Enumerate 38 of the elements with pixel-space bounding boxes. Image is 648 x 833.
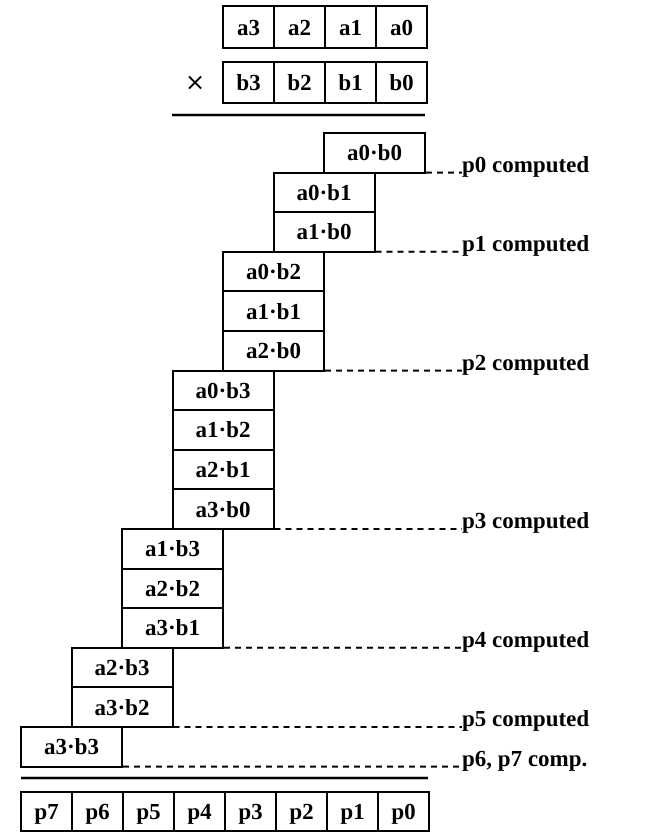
digit-cell: p6: [71, 791, 124, 832]
partial-product-box: a3·b1: [121, 607, 224, 649]
digit-cell: p4: [173, 791, 226, 832]
partial-product-box: a0·b1: [272, 172, 376, 214]
digit-cell: b1: [324, 61, 377, 104]
leader-line: [174, 726, 462, 728]
partial-product-box: a1·b3: [121, 528, 224, 570]
digit-cell: p5: [122, 791, 175, 832]
digit-cell: p2: [275, 791, 328, 832]
leader-line: [224, 646, 462, 649]
leader-line: [123, 766, 462, 768]
digit-cell: p3: [224, 791, 277, 832]
digit-cell: a0: [375, 5, 428, 49]
partial-product-box: a3·b2: [70, 686, 174, 728]
digit-cell: a3: [222, 5, 275, 49]
leader-line: [426, 172, 462, 174]
digit-cell: a2: [273, 5, 326, 49]
partial-product-box: a1·b2: [172, 409, 274, 451]
partial-product-box: a2·b3: [70, 646, 174, 688]
digit-cell: a1: [324, 5, 377, 49]
leader-line: [325, 370, 462, 372]
partial-product-box: a0·b2: [222, 250, 325, 292]
multiply-sign: ×: [185, 70, 206, 94]
partial-product-box: a0·b3: [172, 370, 274, 412]
partial-product-box: a2·b0: [222, 330, 325, 372]
digit-cell: p7: [20, 791, 73, 832]
partial-product-box: a3·b0: [172, 488, 274, 530]
partial-product-box: a2·b2: [121, 568, 224, 610]
digit-cell: b0: [375, 61, 428, 104]
digit-cell: p0: [377, 791, 430, 832]
partial-product-box: a1·b0: [272, 211, 376, 253]
partial-product-box: a2·b1: [172, 448, 274, 490]
digit-cell: p1: [326, 791, 379, 832]
digit-cell: b3: [222, 61, 275, 104]
digit-cell: b2: [273, 61, 326, 104]
partial-product-box: a1·b1: [222, 290, 325, 332]
partial-product-box: a0·b0: [323, 132, 426, 174]
partial-product-box: a3·b3: [20, 726, 123, 768]
